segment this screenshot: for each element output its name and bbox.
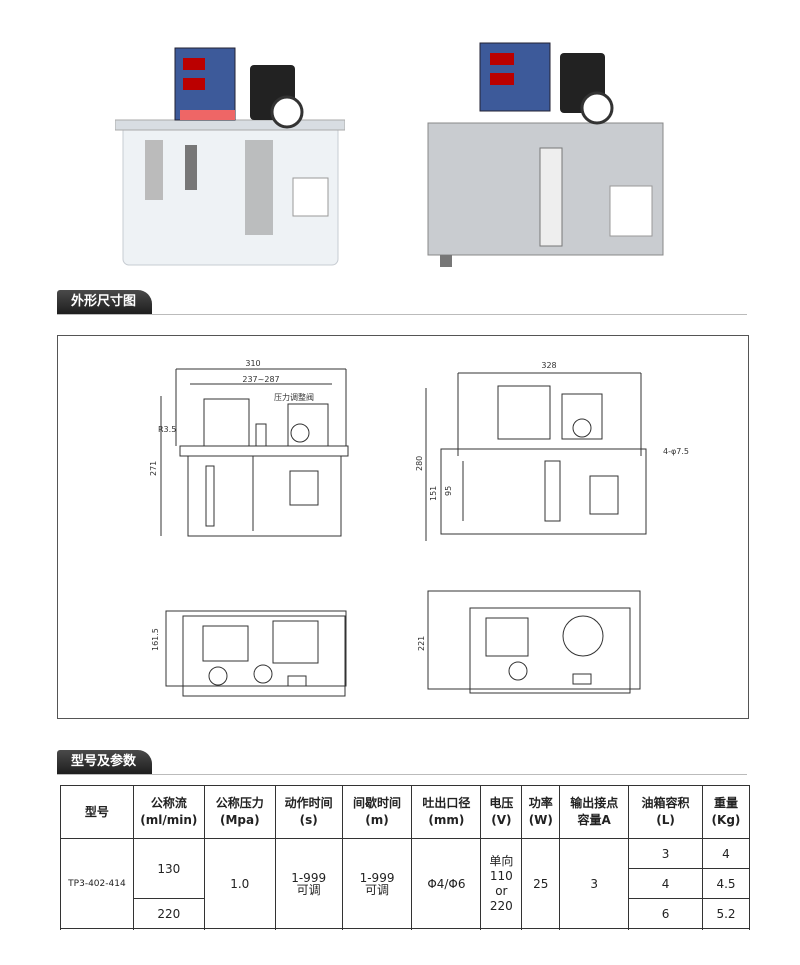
header-voltage: 电压(V) (480, 785, 523, 839)
header-power: 功率(W) (521, 785, 561, 839)
cell-contact: 3 (559, 838, 630, 929)
dim-151: 151 (429, 486, 438, 501)
dim-271: 271 (149, 461, 158, 476)
header-outlet: 吐出口径(mm) (411, 785, 482, 839)
divider (57, 314, 747, 315)
cell-pressure: 1.0 (203, 838, 276, 929)
dim-r3-5: R3.5 (158, 425, 176, 434)
header-model: 型号 (60, 785, 134, 839)
cell-flow: 220 (132, 898, 205, 929)
section-title-dimensions: 外形尺寸图 (57, 290, 153, 314)
header-action-time: 动作时间(s) (274, 785, 343, 839)
dim-328: 328 (541, 361, 556, 370)
dim-holes: 4-φ7.5 (663, 447, 689, 456)
cell-model: TP3-402-414 (60, 838, 134, 929)
dim-310: 310 (245, 359, 260, 368)
cell-power: 25 (521, 838, 561, 929)
header-volume: 油箱容积(L) (628, 785, 703, 839)
cell-volume: 4 (628, 868, 703, 899)
dim-221: 221 (417, 636, 426, 651)
header-flow: 公称流(ml/min) (132, 785, 205, 839)
dim-161-5: 161.5 (151, 628, 160, 651)
table-row: 6 5.2 (61, 898, 751, 929)
divider (57, 774, 747, 775)
cell-volume: 3 (628, 838, 703, 869)
cell-outlet: Φ4/Φ6 (411, 838, 482, 929)
header-interval-time: 间歇时间(m) (341, 785, 413, 839)
section-title-params: 型号及参数 (57, 750, 153, 774)
table-row: 4 4.5 (61, 868, 751, 899)
dimension-drawing-panel: 310 237~287 压力调整阀 R3.5 271 161.5 (57, 335, 749, 719)
cell-weight: 4 (701, 838, 751, 869)
product-photo-metal-tank (427, 42, 664, 267)
cell-volume: 6 (628, 898, 703, 929)
pressure-valve-label: 压力调整阀 (274, 392, 314, 402)
cell-flow: 130 (132, 838, 205, 899)
header-pressure: 公称压力(Mpa) (203, 785, 276, 839)
dim-95: 95 (444, 486, 453, 496)
table-header-row: 型号 公称流(ml/min) 公称压力(Mpa) 动作时间(s) 间歇时间(m)… (60, 785, 751, 839)
dim-280: 280 (415, 456, 424, 471)
cell-weight: 5.2 (701, 898, 751, 929)
header-weight: 重量(Kg) (701, 785, 751, 839)
drawing-left-front (160, 368, 349, 697)
header-contact: 输出接点容量A (559, 785, 630, 839)
cell-weight: 4.5 (701, 868, 751, 899)
spec-table: 型号 公称流(ml/min) 公称压力(Mpa) 动作时间(s) 间歇时间(m)… (60, 785, 751, 929)
dim-237-287: 237~287 (242, 375, 279, 384)
drawing-right-front (425, 372, 647, 694)
product-photo-transparent-tank (115, 47, 345, 266)
